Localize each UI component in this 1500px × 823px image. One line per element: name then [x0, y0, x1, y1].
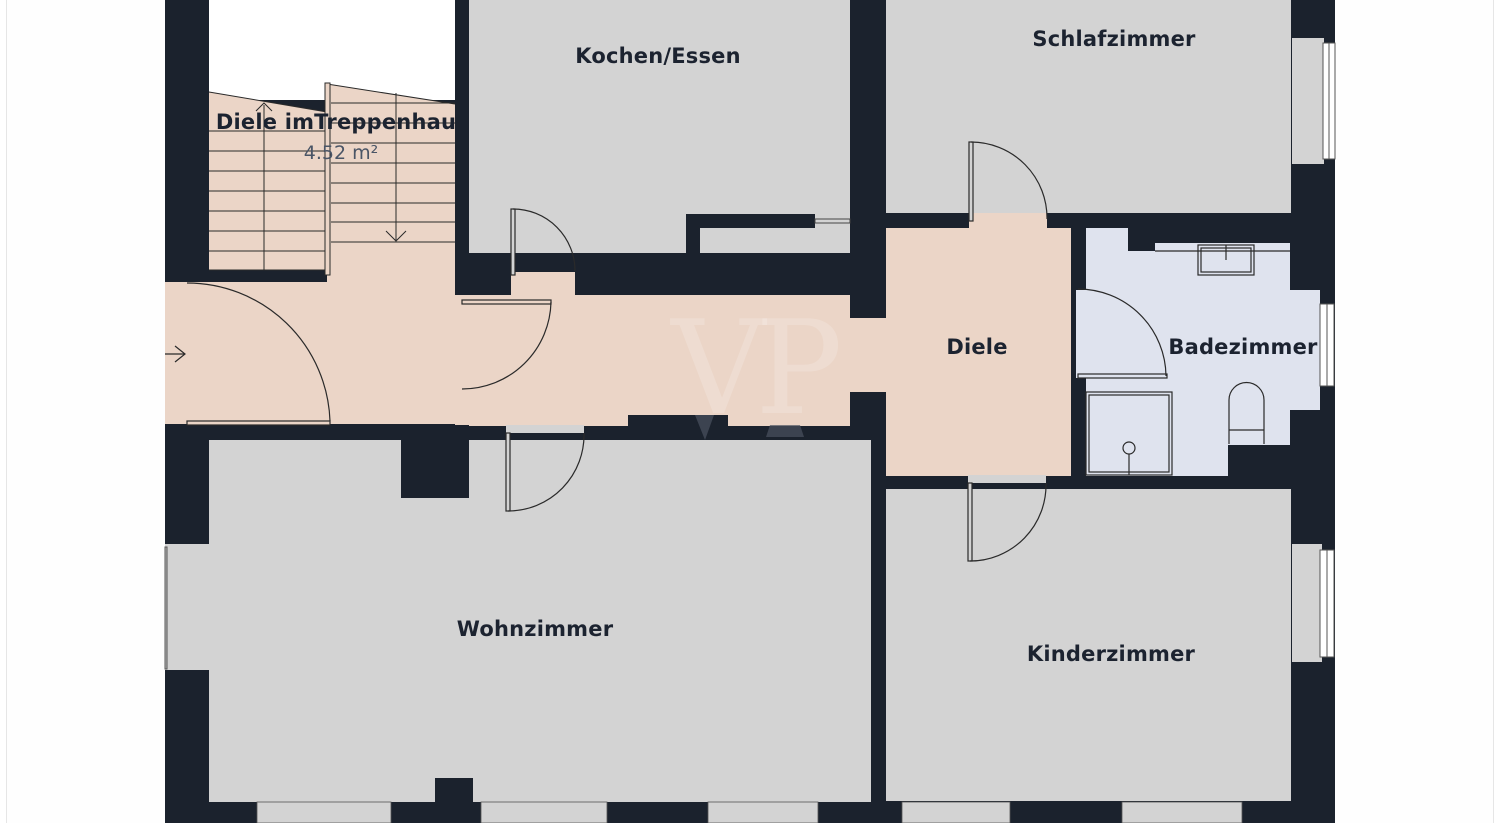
kids-room-door[interactable] [967, 482, 1047, 562]
room-wohnzimmer[interactable] [165, 426, 871, 802]
room-label-schlafzimmer: Schlafzimmer [1032, 27, 1196, 51]
pass-through-window [814, 218, 851, 224]
bedroom-door[interactable] [968, 141, 1048, 222]
hallway-corridor[interactable] [469, 272, 850, 433]
room-label-kinderzimmer: Kinderzimmer [1026, 642, 1196, 666]
room-kochen-essen[interactable] [469, 0, 850, 253]
room-label-kochen-essen: Kochen/Essen [575, 44, 741, 68]
kitchen-door[interactable] [510, 208, 576, 276]
watermark-mark [766, 425, 804, 437]
wall-segment [209, 424, 401, 440]
room-kinderzimmer[interactable] [886, 489, 1322, 801]
doors [186, 141, 1168, 562]
bottom-windows [256, 801, 1243, 823]
side-windows [164, 42, 1336, 670]
bathroom-door[interactable] [1077, 288, 1168, 379]
corridor-door[interactable] [461, 299, 552, 390]
room-label-badezimmer: Badezimmer [1168, 335, 1318, 359]
room-diele[interactable] [850, 213, 1071, 483]
stair-void [209, 0, 455, 100]
room-area-diele-treppenhaus: 4.52 m² [303, 142, 379, 164]
arrow-right-icon [165, 345, 186, 363]
staircase [208, 82, 456, 276]
living-room-door[interactable] [505, 432, 585, 512]
entrance-door[interactable] [186, 282, 331, 426]
room-label-wohnzimmer: Wohnzimmer [456, 617, 614, 641]
room-schlafzimmer[interactable] [886, 0, 1324, 213]
room-badezimmer[interactable] [1076, 228, 1320, 476]
watermark-mark [695, 415, 714, 440]
bathroom-fixtures [1085, 244, 1290, 476]
room-label-diele: Diele [946, 335, 1008, 359]
room-label-diele-treppenhaus: Diele imTreppenhau [215, 110, 457, 134]
